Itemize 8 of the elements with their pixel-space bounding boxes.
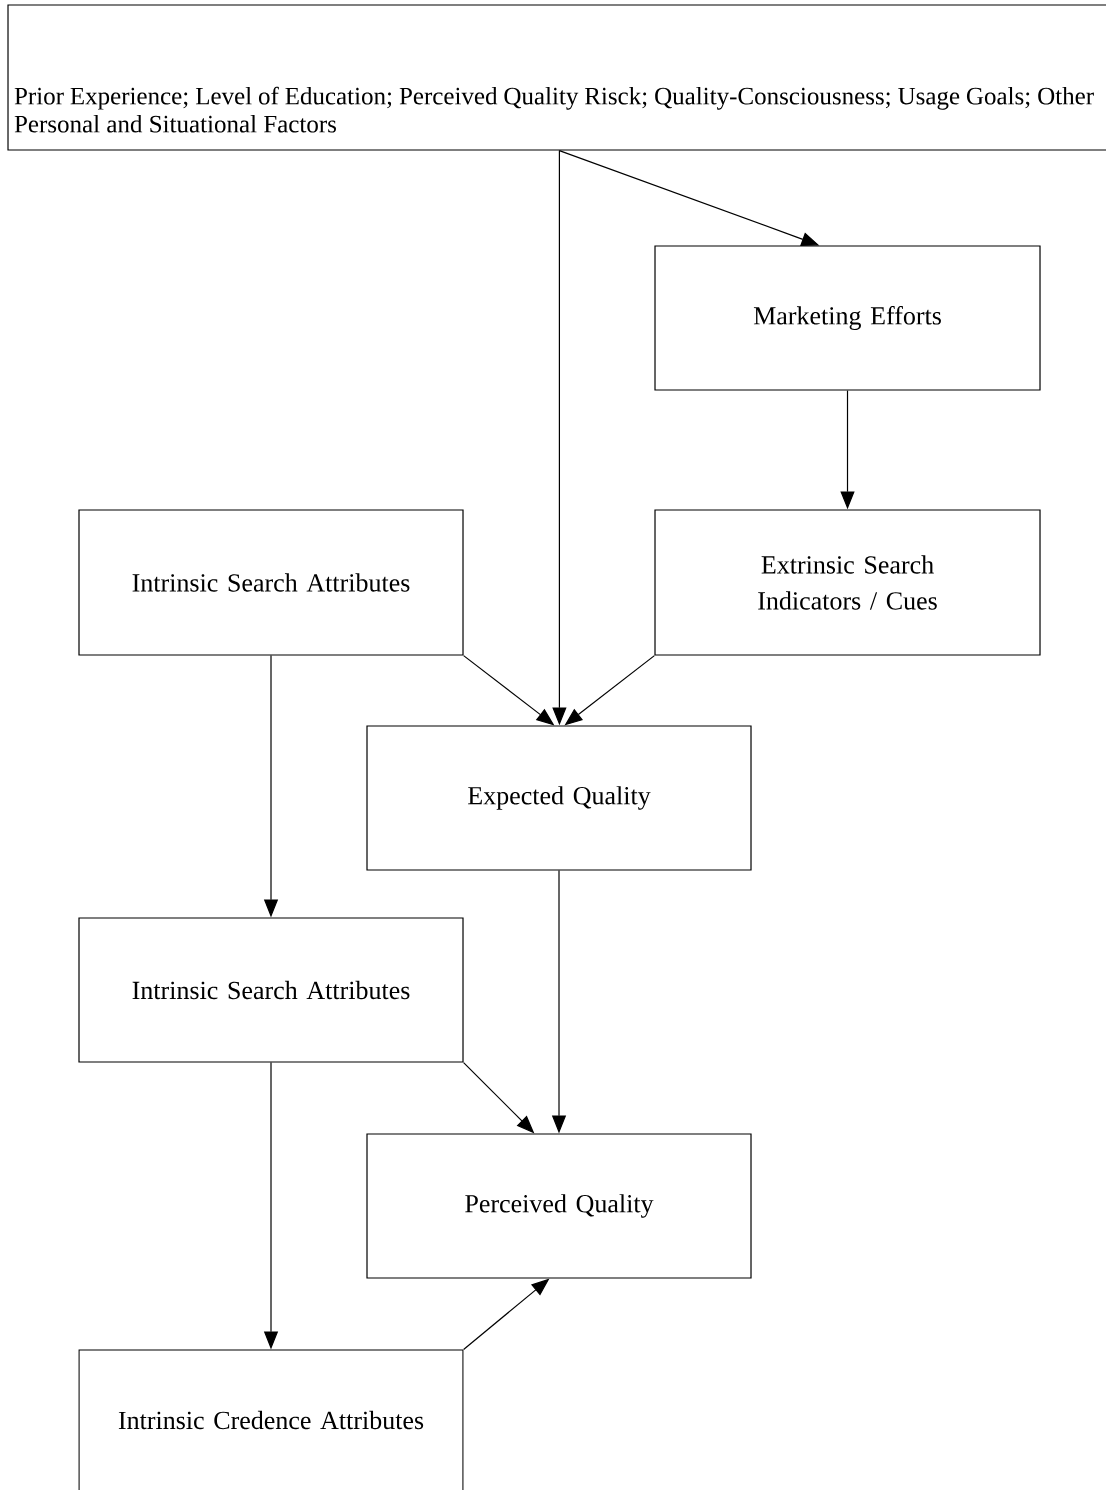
process-box: Marketing Efforts bbox=[654, 245, 1041, 391]
process-box: Intrinsic Search Attributes bbox=[78, 509, 464, 656]
process-box: Intrinsic Credence Attributes bbox=[78, 1349, 464, 1490]
process-box: Perceived Quality bbox=[366, 1133, 752, 1279]
process-box: Expected Quality bbox=[366, 725, 752, 871]
process-box: Extrinsic Search Indicators / Cues bbox=[654, 509, 1041, 656]
process-box: Intrinsic Search Attributes bbox=[78, 917, 464, 1063]
factors-box: Prior Experience; Level of Education; Perceived Quality Risck; Quality-Consciousness; Usage Goals; Other Personal and Situational Factors bbox=[7, 4, 1106, 151]
